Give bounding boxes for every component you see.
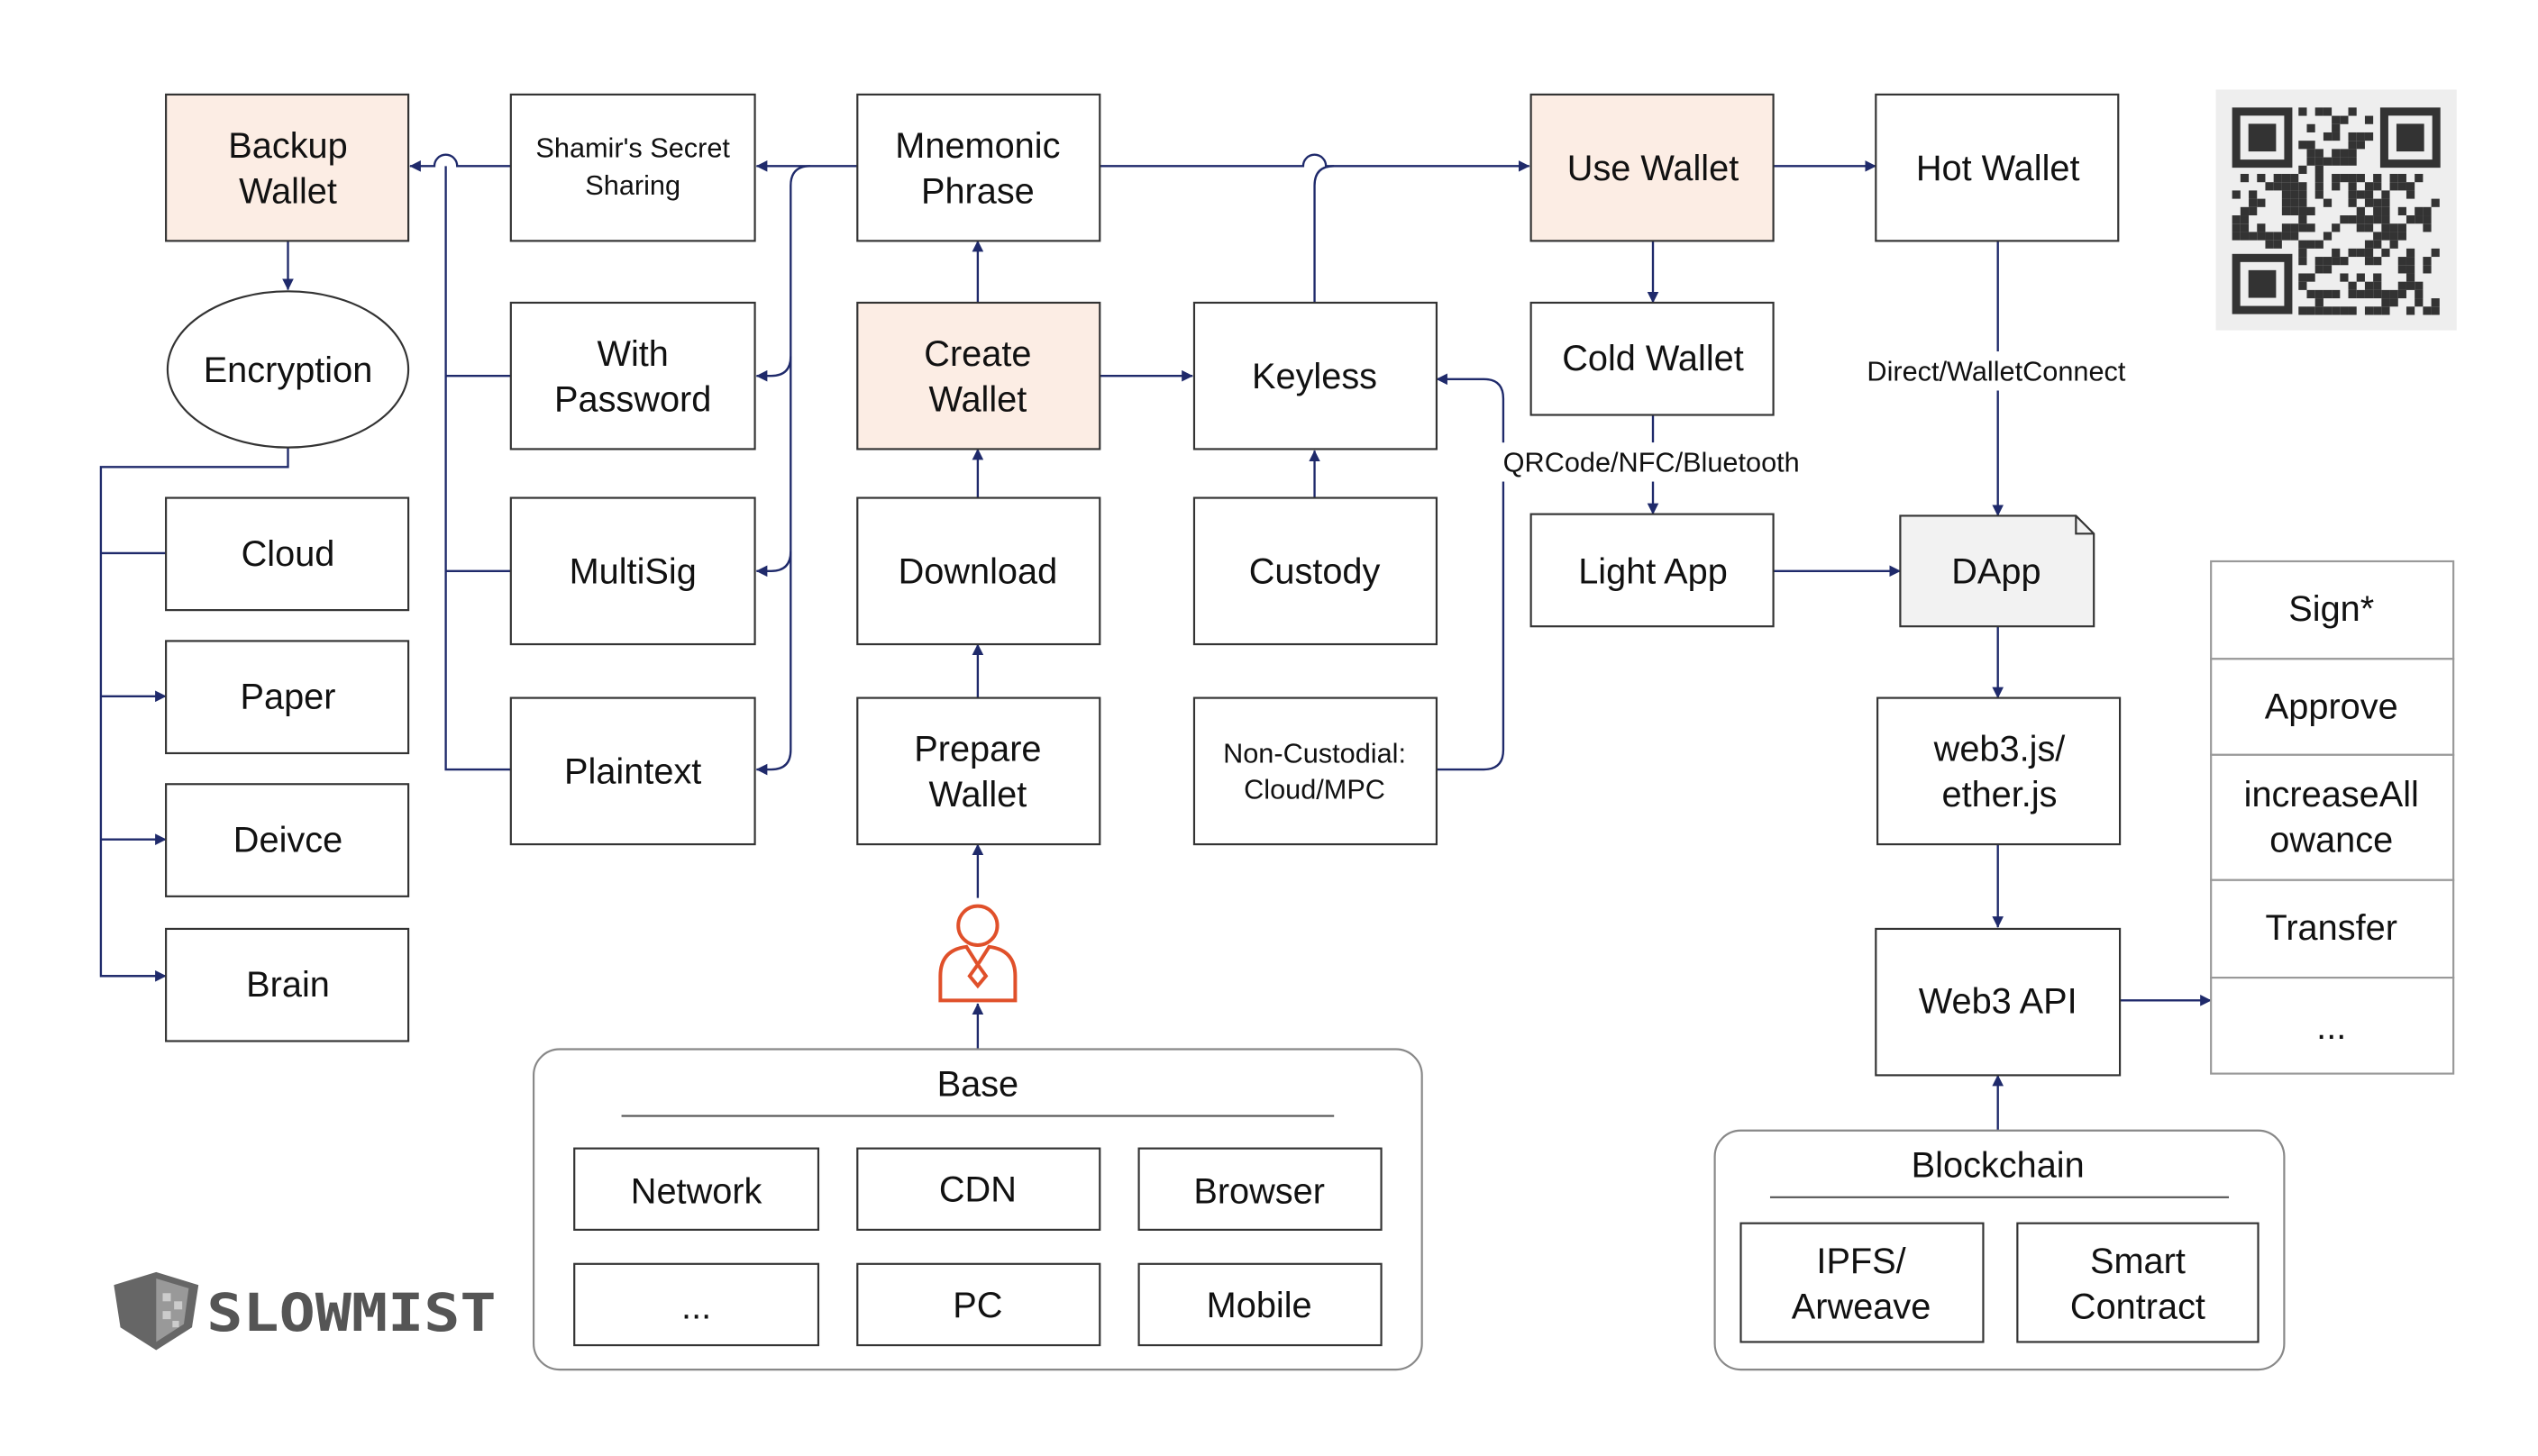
user-icon [938,904,1018,1003]
shamir-box [509,93,756,242]
backup-wallet-box [165,93,410,242]
edge-label-direct: Direct/WalletConnect [1867,356,2125,387]
brain-label: Brain [246,965,330,1005]
boxes [165,93,2455,1371]
paper-box [165,640,410,755]
light-app-box [1529,513,1775,628]
multisig-label: MultiSig [570,552,697,592]
non-custodial-box [1192,696,1438,846]
prepare-wallet-box [856,696,1101,846]
multisig-box [509,496,756,646]
edge-methods-trunk [444,166,511,771]
base-item-browser-box [1137,1147,1383,1231]
encryption-label: Encryption [204,350,373,390]
paper-label: Paper [241,678,336,717]
keyless-box [1192,301,1438,450]
action-sign-label: Sign* [2288,589,2374,629]
edge-mnemonic-password [755,356,792,382]
cloud-label: Cloud [242,534,335,574]
base-item-mobile: Mobile [1207,1286,1312,1325]
plaintext-box [509,696,756,846]
base-item-browser: Browser [1193,1171,1325,1211]
dapp-document-shape [1899,514,2095,628]
base-item-network: Network [631,1171,762,1211]
blockchain-item-ipfs: IPFS/Arweave [1792,1242,1931,1327]
with-password-box [509,301,756,450]
cold-wallet-box [1529,301,1775,416]
edge-mnemonic-methods [755,165,810,776]
deivce-label: Deivce [233,821,342,860]
base-item-more-box [573,1262,820,1347]
blockchain-item-contract-box [2016,1222,2260,1343]
encryption-ellipse [166,290,410,449]
custody-box [1192,496,1438,646]
blockchain-item-ipfs-box [1739,1222,1985,1343]
mnemonic-box [856,93,1101,242]
base-item-cdn: CDN [939,1170,1017,1210]
base-item-mobile-box [1137,1262,1383,1347]
web3js-box [1876,696,2122,846]
cold-wallet-label: Cold Wallet [1562,339,1744,378]
dapp-label: DApp [1951,552,2040,592]
edge-noncustodial-keyless [1436,373,1505,771]
action-transfer-label: Transfer [2266,908,2397,948]
custody-label: Custody [1249,552,1381,592]
edge-label-qrcode: QRCode/NFC/Bluetooth [1503,447,1800,478]
create-wallet-box [856,301,1101,450]
edge-methods-backup [409,153,511,172]
slowmist-wordmark: SLOWMIST [206,1282,496,1343]
action-more-label: ... [2316,1007,2346,1047]
base-title: Base [937,1064,1019,1104]
base-item-network-box [573,1147,820,1231]
edge-mnemonic-usewallet [1100,153,1530,172]
keyless-label: Keyless [1252,357,1377,396]
blockchain-title: Blockchain [1912,1146,2085,1186]
plaintext-label: Plaintext [564,752,701,792]
download-box [856,496,1101,646]
qr-code-icon [2215,89,2457,331]
brain-box [165,927,410,1042]
edge-keyless-usewallet [1313,165,1335,303]
use-wallet-label: Use Wallet [1567,149,1739,188]
web3-api-label: Web3 API [1919,981,2077,1021]
hot-wallet-box [1875,93,2120,242]
slowmist-logo [114,1271,199,1351]
non-custodial-label: Non-Custodial:Cloud/MPC [1223,738,1406,805]
cloud-box [165,496,410,612]
actions-column [2210,560,2455,1075]
light-app-label: Light App [1578,552,1728,592]
use-wallet-box [1529,93,1775,242]
base-item-pc-box [856,1262,1101,1347]
base-item-pc: PC [953,1286,1002,1325]
deivce-box [165,783,410,897]
download-label: Download [899,552,1058,592]
base-item-more: ... [681,1288,711,1327]
connectors [99,153,2212,1131]
dapp-fold [2075,515,2095,535]
action-approve-label: Approve [2265,687,2398,727]
base-item-cdn-box [856,1147,1101,1231]
web3js-label: web3.js/ether.js [1933,729,2067,814]
web3-api-box [1875,927,2122,1077]
edge-mnemonic-multisig [755,551,792,578]
hot-wallet-label: Hot Wallet [1916,149,2080,188]
